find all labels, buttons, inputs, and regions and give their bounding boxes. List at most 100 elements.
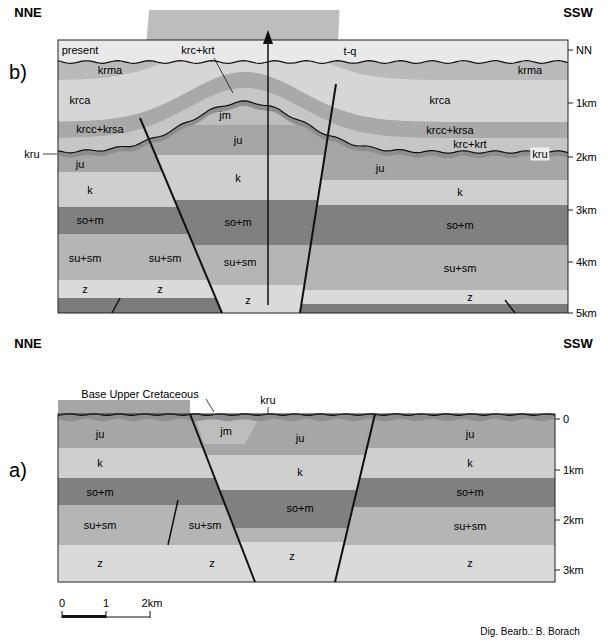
depth-label: 3km <box>576 205 597 216</box>
depth-label: 3km <box>563 565 584 576</box>
depth-label: 0 <box>563 414 569 425</box>
fault-line <box>190 414 255 582</box>
depth-label: 4km <box>576 257 597 268</box>
rock-layer <box>330 545 555 582</box>
panel-label: a) <box>9 460 27 480</box>
unit-label: z <box>467 292 473 303</box>
unit-label: krcc+krsa <box>426 125 473 136</box>
unit-label: krma <box>518 65 542 76</box>
unconformity-line <box>58 101 568 153</box>
rock-layer <box>295 304 568 313</box>
unit-label: z <box>245 295 251 306</box>
scale-label: 2km <box>142 598 163 609</box>
rock-layer <box>58 280 230 298</box>
unit-label: krma <box>98 65 122 76</box>
unit-label: su+sm <box>149 253 182 264</box>
direction-label: SSW <box>563 6 593 19</box>
uplift-arrow <box>267 43 269 305</box>
unit-label: ju <box>76 159 85 170</box>
unit-label: su+sm <box>224 257 257 268</box>
rock-layer <box>295 205 568 245</box>
unit-label: kru <box>530 148 549 161</box>
rock-layer <box>196 420 258 444</box>
rock-layer <box>58 298 230 313</box>
panel-frame <box>58 414 555 582</box>
fault-line <box>168 500 178 545</box>
unit-label: so+m <box>224 217 251 228</box>
unit-label: ju <box>296 433 305 444</box>
rock-layer <box>135 155 345 200</box>
unit-label: k <box>87 185 93 196</box>
scale-label: 0 <box>59 598 65 609</box>
depth-label: 2km <box>576 152 597 163</box>
unit-label: kru <box>260 395 275 406</box>
unit-label: k <box>97 458 103 469</box>
rock-layer <box>58 414 555 421</box>
leader-lines <box>43 58 268 413</box>
unit-label: krc+krt <box>181 45 214 56</box>
depth-label: 1km <box>576 98 597 109</box>
unit-label: z <box>97 558 103 569</box>
unit-label: su+sm <box>444 263 477 274</box>
stage-label: present <box>62 45 99 56</box>
unit-label: ju <box>376 163 385 174</box>
credit-note: Dig. Bearb.: B. Borach <box>480 627 580 637</box>
fault-line <box>300 84 336 313</box>
panel-frame <box>58 40 568 313</box>
rock-layer <box>58 40 568 63</box>
unit-label: ju <box>466 429 475 440</box>
rock-layer <box>58 340 260 448</box>
unit-label: z <box>289 551 295 562</box>
unit-label: t-q <box>344 46 357 57</box>
horizon-label: Base Upper Cretaceous <box>81 389 198 400</box>
unit-label: krc+krt <box>453 139 486 150</box>
unit-label: k <box>297 467 303 478</box>
unconformity-line <box>58 61 568 64</box>
rock-layer <box>295 245 568 290</box>
unit-label: krca <box>70 95 91 106</box>
rock-layer <box>58 101 568 158</box>
unit-label: jm <box>219 110 231 121</box>
unit-label: k <box>235 173 241 184</box>
unit-label: krca <box>430 95 451 106</box>
unit-label: k <box>467 458 473 469</box>
unit-label: jm <box>220 426 232 437</box>
unit-label: z <box>82 284 88 295</box>
depth-ticks <box>555 50 573 570</box>
panel-label: b) <box>9 62 27 82</box>
unit-label: so+m <box>86 487 113 498</box>
unit-label: kru <box>24 149 39 160</box>
rock-layer <box>330 478 555 507</box>
fault-line <box>335 414 375 582</box>
unit-label: so+m <box>456 487 483 498</box>
unit-label: z <box>467 558 473 569</box>
unit-label: so+m <box>446 220 473 231</box>
fault-line <box>505 300 515 313</box>
depth-label: 2km <box>563 515 584 526</box>
scale-bar <box>62 611 150 618</box>
unit-label: z <box>157 284 163 295</box>
direction-label: NNE <box>14 337 41 350</box>
unit-label: su+sm <box>69 253 102 264</box>
rock-layer <box>295 290 568 304</box>
unit-label: so+m <box>286 503 313 514</box>
unit-label: ju <box>234 135 243 146</box>
rock-layer <box>185 340 380 455</box>
rock-layer <box>330 340 555 448</box>
arrow-head <box>263 30 273 44</box>
unit-label: z <box>209 558 215 569</box>
unit-label: su+sm <box>189 520 222 531</box>
unit-label: k <box>457 187 463 198</box>
rock-layer <box>295 180 568 205</box>
unit-label: su+sm <box>454 521 487 532</box>
rock-layer <box>58 88 568 153</box>
depth-label: NN <box>576 45 592 56</box>
fault-line <box>112 298 120 313</box>
scale-label: 1 <box>103 598 109 609</box>
depth-label: 1km <box>563 465 584 476</box>
direction-label: NNE <box>14 6 41 19</box>
rock-layer <box>185 455 380 490</box>
